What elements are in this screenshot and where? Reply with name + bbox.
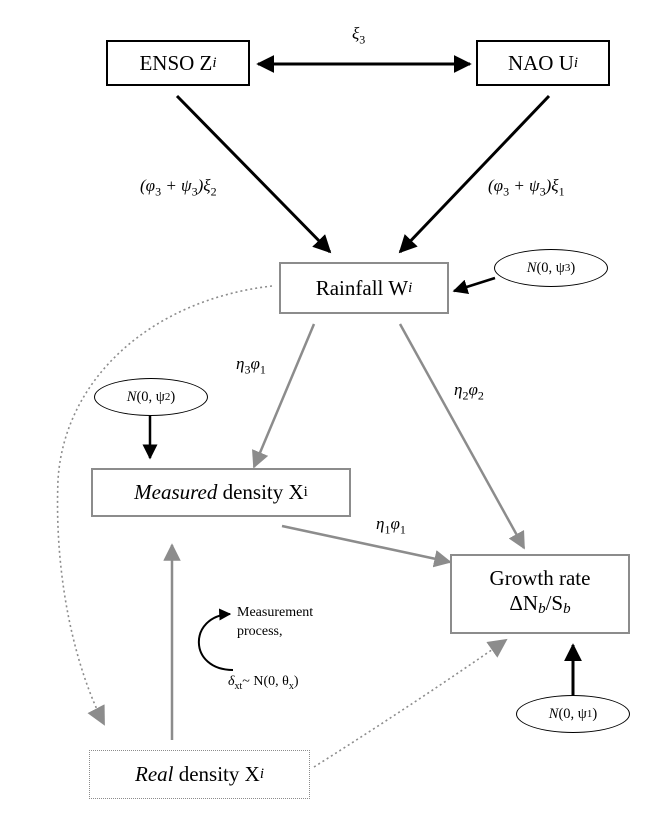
noise-psi3-sub: 3 (564, 262, 571, 274)
edge-real-growth (313, 638, 508, 768)
label-xi3: ξ3 (352, 24, 365, 47)
noise-psi1-close: ) (592, 705, 598, 722)
rain-measured-b: φ (250, 354, 260, 373)
noise-psi2-close: ) (170, 388, 176, 405)
measurement-theta-sub: x (288, 680, 294, 692)
label-measured-growth: η1φ1 (376, 514, 406, 537)
enso-rain-a-sub: 3 (155, 184, 162, 199)
real-sub: i (259, 766, 264, 782)
measurement-delta: δ (228, 674, 235, 689)
growth-slash-s: /S (545, 591, 564, 615)
rain-measured-b-sub: 1 (259, 362, 266, 377)
enso-rain-b: + ψ (161, 176, 192, 195)
noise-psi3-close: ) (570, 259, 576, 276)
measured-growth-a: η (376, 514, 385, 533)
growth-label-line1: Growth rate (489, 566, 591, 590)
rain-measured-a: η (236, 354, 245, 373)
real-label: density X (173, 762, 260, 786)
measured-sub: i (303, 484, 308, 500)
measurement-distribution: δxt~ N(0, θx) (228, 672, 299, 696)
label-rainfall-growth: η2φ2 (454, 380, 484, 403)
rainfall-label: Rainfall W (315, 275, 409, 300)
rain-measured-a-sub: 3 (244, 362, 251, 377)
edge-rainfall-real (56, 285, 273, 726)
measured-label: density X (217, 480, 304, 504)
real-italic: Real (135, 762, 174, 786)
edge-measured-growth (281, 524, 452, 568)
enso-rain-a: (φ (140, 176, 156, 195)
enso-rain-c-sub: 2 (210, 184, 217, 199)
nao-rain-a: (φ (488, 176, 504, 195)
growth-sub-b1: b (538, 601, 546, 617)
measured-italic: Measured (134, 480, 218, 504)
edge-rainfall-measured (252, 323, 316, 469)
noise-psi1-args: (0, ψ (558, 705, 587, 722)
noise-psi2-n: N (126, 388, 137, 405)
growth-delta-n: ΔN (509, 591, 539, 615)
measurement-delta-sub: xt (234, 680, 243, 692)
xi3-sym: ξ (352, 24, 360, 43)
nao-rain-b: + ψ (509, 176, 540, 195)
nao-label: NAO U (507, 50, 574, 75)
edge-enso-rainfall (175, 94, 332, 254)
label-rainfall-measured: η3φ1 (236, 354, 266, 377)
edge-psi3-rainfall (452, 276, 496, 295)
enso-rain-b-sub: 3 (191, 184, 198, 199)
enso-label: ENSO Z (139, 50, 213, 75)
enso-rain-c: )ξ (197, 176, 211, 195)
rainfall-sub: i (408, 279, 413, 296)
growth-sub-b2: b (563, 601, 571, 617)
measurement-process-note: Measurement process, (237, 603, 313, 641)
noise-psi2-args: (0, ψ (136, 388, 165, 405)
nao-rain-a-sub: 3 (503, 184, 510, 199)
edge-nao-rainfall (398, 94, 551, 254)
measurement-line2: process, (237, 624, 283, 639)
measured-growth-b-sub: 1 (399, 522, 406, 537)
noise-psi2-sub: 2 (164, 391, 171, 403)
measurement-close: ) (293, 674, 299, 689)
measurement-tilde: ~ N(0, θ (242, 674, 289, 689)
nao-rain-c-sub: 1 (558, 184, 565, 199)
noise-psi1-sub: 1 (586, 708, 593, 720)
noise-psi3-n: N (526, 259, 537, 276)
measurement-loop-arrow (197, 608, 234, 671)
measured-growth-a-sub: 1 (384, 522, 391, 537)
noise-psi3-args: (0, ψ (536, 259, 565, 276)
label-nao-rainfall: (φ3 + ψ3)ξ1 (488, 176, 565, 199)
rain-growth-b: φ (468, 380, 478, 399)
label-enso-rainfall: (φ3 + ψ3)ξ2 (140, 176, 217, 199)
edge-rainfall-growth (398, 323, 526, 550)
enso-sub: i (212, 54, 217, 71)
rain-growth-a-sub: 2 (462, 388, 469, 403)
measured-growth-b: φ (390, 514, 400, 533)
noise-psi1-n: N (548, 705, 559, 722)
rain-growth-b-sub: 2 (477, 388, 484, 403)
nao-rain-c: )ξ (545, 176, 559, 195)
growth-label-line2: ΔNb/Sb (509, 591, 570, 622)
growth-rate-node: Growth rate ΔNb/Sb (450, 554, 630, 634)
rain-growth-a: η (454, 380, 463, 399)
nao-sub: i (573, 54, 579, 71)
nao-rain-b-sub: 3 (539, 184, 546, 199)
xi3-sub: 3 (359, 32, 366, 47)
measurement-line1: Measurement (237, 605, 314, 620)
